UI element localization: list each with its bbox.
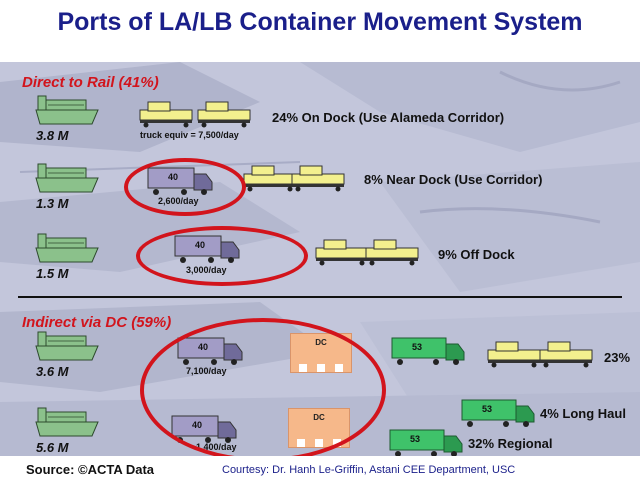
footer [0, 456, 640, 486]
volume-label: 1.3 M [36, 196, 69, 211]
rail-car-icon [487, 341, 541, 368]
highlight-ellipse [124, 158, 246, 216]
domestic-truck-icon [461, 399, 535, 428]
highlight-ellipse [136, 226, 308, 286]
ship-icon [35, 163, 99, 193]
on-dock-label: 24% On Dock (Use Alameda Corridor) [272, 110, 505, 125]
indirect-rail-label: 23% [604, 350, 631, 365]
ship-icon [35, 95, 99, 125]
domestic-truck-icon [391, 337, 465, 366]
domestic-truck-size-label: 53 [410, 434, 421, 444]
courtesy-label: Courtesy: Dr. Hanh Le-Griffin, Astani CE… [222, 464, 516, 476]
rail-car-icon [139, 101, 193, 128]
off-dock-label: 9% Off Dock [438, 247, 515, 262]
domestic-truck-size-label: 53 [482, 404, 493, 414]
section-divider [18, 296, 622, 298]
volume-label: 3.6 M [36, 364, 69, 379]
rail-car-icon [315, 239, 369, 266]
ship-icon [35, 331, 99, 361]
regional-label: 32% Regional [468, 436, 553, 451]
truck-equivalent-label: truck equiv = 7,500/day [140, 130, 239, 140]
rail-car-icon [243, 165, 297, 192]
domestic-truck-size-label: 53 [412, 342, 423, 352]
direct-to-rail-heading: Direct to Rail (41%) [22, 74, 159, 91]
volume-label: 5.6 M [36, 440, 69, 455]
domestic-truck-icon [389, 429, 463, 458]
rail-car-icon [539, 341, 593, 368]
rail-car-icon [197, 101, 251, 128]
page-title: Ports of LA/LB Container Movement System [57, 8, 583, 36]
volume-label: 1.5 M [36, 266, 69, 281]
long-haul-label: 4% Long Haul [540, 406, 626, 421]
indirect-via-dc-heading: Indirect via DC (59%) [22, 314, 172, 331]
rail-car-icon [365, 239, 419, 266]
highlight-ellipse [140, 318, 386, 462]
rail-car-icon [291, 165, 345, 192]
ship-icon [35, 407, 99, 437]
near-dock-label: 8% Near Dock (Use Corridor) [364, 172, 543, 187]
source-label: Source: ©ACTA Data [26, 462, 155, 477]
volume-label: 3.8 M [36, 128, 69, 143]
ship-icon [35, 233, 99, 263]
